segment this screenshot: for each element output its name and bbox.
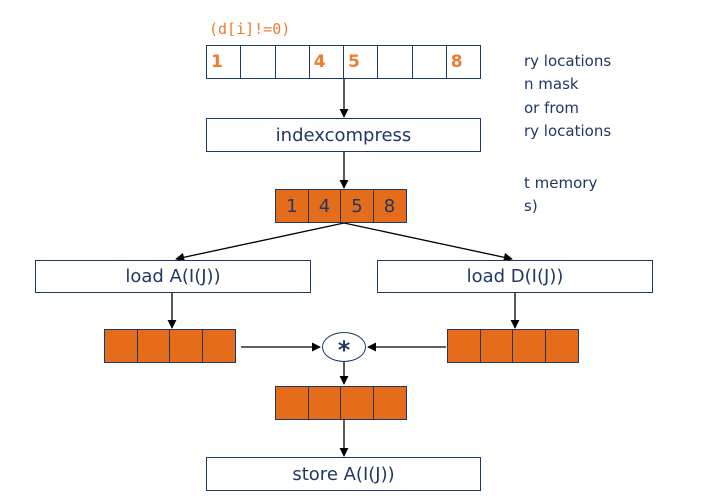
mask-cell: 8 xyxy=(450,52,463,72)
vector-d xyxy=(447,329,579,363)
load-a-box: load A(I(J)) xyxy=(35,260,311,293)
index-cell: 8 xyxy=(372,189,407,223)
side-description: ry locations n mask or from ry locations… xyxy=(524,0,664,230)
multiply-operator: * xyxy=(322,332,366,364)
side-line-7: s) xyxy=(524,197,538,215)
vector-d-cell xyxy=(479,329,514,363)
vector-d-cell xyxy=(512,329,546,363)
vector-a-cell xyxy=(136,329,171,363)
vector-a xyxy=(104,329,236,363)
mask-cell: 4 xyxy=(310,46,344,78)
result-cell xyxy=(275,386,309,420)
vector-a-cell xyxy=(104,329,138,363)
side-line-4: ry locations xyxy=(524,122,612,140)
mask-cell xyxy=(276,46,310,78)
index-vector: 1 4 5 8 xyxy=(275,189,407,223)
mask-cell xyxy=(378,46,413,78)
mask-cell xyxy=(241,46,276,78)
vector-d-cell xyxy=(544,329,579,363)
index-cell: 1 xyxy=(275,189,309,223)
mask-cell xyxy=(413,46,447,78)
mask-cell: 5 xyxy=(344,46,379,78)
side-line-6: t memory xyxy=(524,174,598,192)
mask-array: 1 4 5 8 xyxy=(206,45,481,79)
vector-a-cell xyxy=(201,329,236,363)
result-cell xyxy=(372,386,407,420)
arrow-index-to-load-a xyxy=(175,222,345,262)
store-a-box: store A(I(J)) xyxy=(206,457,481,491)
side-line-1: ry locations xyxy=(524,52,612,70)
vector-d-cell xyxy=(447,329,481,363)
indexcompress-box: indexcompress xyxy=(206,118,481,152)
result-cell xyxy=(340,386,374,420)
mask-cell: 1 xyxy=(207,46,242,78)
vector-a-cell xyxy=(169,329,203,363)
index-cell: 5 xyxy=(340,189,374,223)
result-vector xyxy=(275,386,407,420)
load-d-box: load D(I(J)) xyxy=(377,260,653,293)
result-cell xyxy=(307,386,342,420)
arrow-index-to-load-d xyxy=(343,222,513,262)
mask-condition: (d[i]!=0) xyxy=(209,20,291,38)
side-line-3: or from xyxy=(524,99,580,117)
index-cell: 4 xyxy=(307,189,342,223)
side-line-2: n mask xyxy=(524,75,579,93)
